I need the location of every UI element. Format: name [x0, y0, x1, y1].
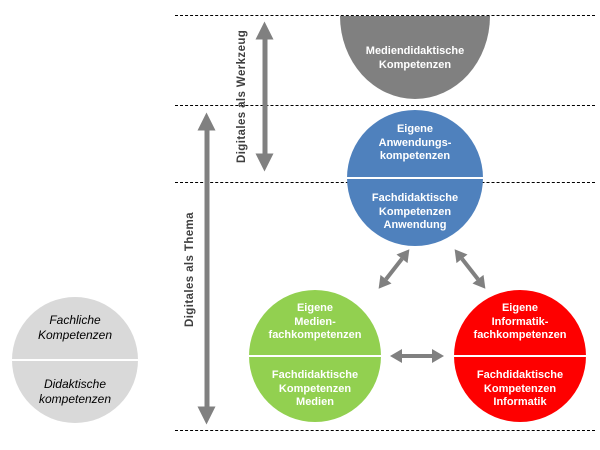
- grundlagen-top-half: Fachliche Kompetenzen: [37, 313, 113, 342]
- mediendidaktik-circle: Mediendidaktische Kompetenzen: [340, 16, 490, 99]
- thema-axis-label: Digitales als Thema: [184, 212, 196, 328]
- thema-range-arrow: [204, 130, 210, 407]
- boundary-line-bottom: [175, 430, 595, 431]
- anwendung-bottom-half: Fachdidaktische Kompetenzen Anwendung: [347, 177, 483, 246]
- werkzeug-axis-label: Digitales als Werkzeug: [236, 29, 248, 163]
- medien-top-half: Eigene Medien- fachkompetenzen: [268, 302, 362, 342]
- anwendung-informatik-arrow: [460, 257, 480, 281]
- anwendung-circle: Eigene Anwendungs- kompetenzen Fachdidak…: [347, 110, 483, 246]
- boundary-line-werkzeug-bottom: [175, 105, 595, 106]
- grundlagen-circle: Fachliche Kompetenzen Didaktische kompet…: [12, 297, 138, 423]
- werkzeug-range-arrow: [262, 39, 268, 154]
- anwendung-top-half: Eigene Anwendungs- kompetenzen: [378, 123, 452, 163]
- medien-informatik-arrow: [402, 354, 432, 358]
- informatik-bottom-half: Fachdidaktische Kompetenzen Informatik: [454, 355, 586, 422]
- informatik-top-half: Eigene Informatik- fachkompetenzen: [473, 302, 567, 342]
- boundary-line-top: [175, 15, 595, 16]
- grundlagen-bottom-half: Didaktische kompetenzen: [12, 359, 138, 423]
- anwendung-medien-arrow: [384, 257, 404, 281]
- medien-circle: Eigene Medien- fachkompetenzen Fachdidak…: [249, 290, 381, 422]
- medien-bottom-half: Fachdidaktische Kompetenzen Medien: [249, 355, 381, 422]
- informatik-circle: Eigene Informatik- fachkompetenzen Fachd…: [454, 290, 586, 422]
